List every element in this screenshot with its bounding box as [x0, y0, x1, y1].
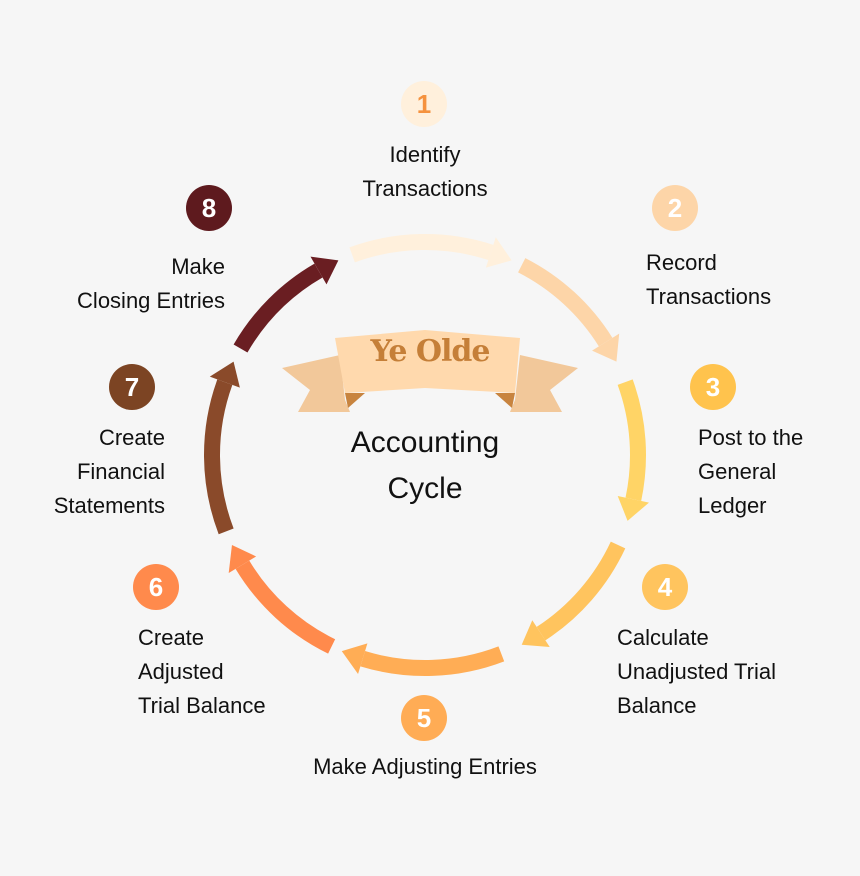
arrow-2-head-icon [592, 333, 620, 362]
step-1-number: 1 [416, 88, 432, 119]
arrow-3-head-icon [617, 495, 649, 521]
arrow-6-shaft [235, 560, 336, 654]
step-6-label: Create Adjusted Trial Balance [138, 625, 266, 718]
arrow-1-shaft [349, 234, 494, 263]
step-3-number: 3 [705, 371, 721, 402]
ribbon-banner [282, 330, 578, 412]
step-4-number: 4 [657, 571, 673, 602]
step-2-label: Record Transactions [646, 250, 772, 309]
step-7-label: Create Financial Statements [53, 425, 165, 518]
arrow-8-shaft [233, 263, 323, 353]
step-4-badge: 4 [642, 564, 688, 610]
step-6-number: 6 [148, 571, 164, 602]
arrow-8-head-icon [310, 256, 339, 285]
step-8-label: Make Closing Entries [77, 254, 225, 313]
arrow-7-head-icon [209, 361, 240, 388]
step-6-badge: 6 [133, 564, 179, 610]
arrow-7-shaft [204, 379, 234, 535]
arrow-2-shaft [517, 258, 613, 347]
diagram-title: Accounting Cycle [350, 426, 500, 505]
step-5-label: Make Adjusting Entries [313, 754, 537, 779]
step-5-number: 5 [416, 702, 432, 733]
arrow-4-head-icon [521, 620, 550, 648]
step-1-label: Identify Transactions [362, 142, 488, 201]
arrow-5-head-icon [341, 643, 368, 674]
arrow-4-shaft [536, 541, 626, 641]
arrow-5-shaft [360, 646, 505, 676]
step-7-badge: 7 [109, 364, 155, 410]
step-2-badge: 2 [652, 185, 698, 231]
step-8-badge: 8 [186, 185, 232, 231]
step-7-number: 7 [124, 371, 140, 402]
step-8-number: 8 [201, 192, 217, 223]
arrow-1-head-icon [485, 237, 512, 268]
step-3-label: Post to the General Ledger [698, 425, 804, 518]
step-1-badge: 1 [401, 81, 447, 127]
arrow-6-head-icon [228, 545, 257, 573]
step-4-label: Calculate Unadjusted Trial Balance [617, 625, 776, 718]
step-5-badge: 5 [401, 695, 447, 741]
banner-text: Ye Olde [370, 334, 491, 369]
arrow-3-shaft [617, 379, 646, 501]
step-3-badge: 3 [690, 364, 736, 410]
step-2-number: 2 [667, 192, 683, 223]
